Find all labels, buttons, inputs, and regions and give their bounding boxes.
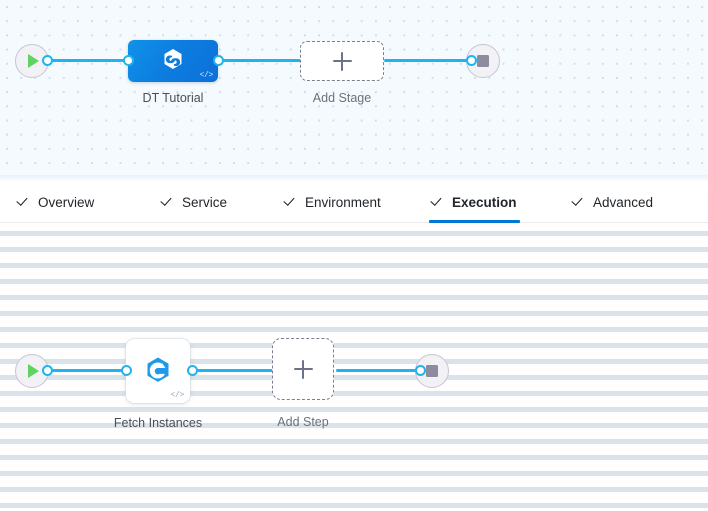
pipe-start-to-step bbox=[46, 369, 134, 372]
stage-node-dt-tutorial[interactable]: </> bbox=[128, 40, 218, 82]
check-icon bbox=[18, 196, 31, 209]
check-icon bbox=[573, 196, 586, 209]
step-node-fetch-instances[interactable]: </> bbox=[126, 339, 190, 403]
tab-service[interactable]: Service bbox=[162, 183, 227, 222]
check-icon bbox=[432, 196, 445, 209]
tab-advanced[interactable]: Advanced bbox=[573, 183, 653, 222]
code-icon: </> bbox=[170, 391, 184, 400]
add-step-label: Add Step bbox=[277, 415, 329, 429]
stop-icon bbox=[477, 55, 489, 67]
tab-label: Execution bbox=[452, 195, 517, 210]
stage-start-output-port[interactable] bbox=[42, 55, 53, 66]
tab-environment[interactable]: Environment bbox=[285, 183, 381, 222]
play-icon bbox=[28, 364, 39, 378]
tab-label: Environment bbox=[305, 195, 381, 210]
check-icon bbox=[285, 196, 298, 209]
step-node-input-port[interactable] bbox=[121, 365, 132, 376]
add-stage-button[interactable] bbox=[300, 41, 384, 81]
tab-label: Advanced bbox=[593, 195, 654, 210]
stage-config-tabs: Overview Service Environment Execution A… bbox=[0, 175, 708, 223]
step-start-output-port[interactable] bbox=[42, 365, 53, 376]
tab-overview[interactable]: Overview bbox=[18, 183, 94, 222]
tab-execution[interactable]: Execution bbox=[429, 183, 520, 223]
step-end-input-port[interactable] bbox=[415, 365, 426, 376]
pipe-step-to-add bbox=[192, 369, 274, 372]
tab-label: Overview bbox=[38, 195, 95, 210]
execution-step-canvas[interactable]: </> Fetch Instances Add Step bbox=[0, 223, 708, 511]
add-stage-label: Add Stage bbox=[312, 91, 372, 105]
stage-node-output-port[interactable] bbox=[213, 55, 224, 66]
plus-icon bbox=[293, 359, 313, 379]
stop-icon bbox=[426, 365, 438, 377]
stage-end-input-port[interactable] bbox=[466, 55, 477, 66]
step-node-label: Fetch Instances bbox=[113, 416, 203, 430]
tab-label: Service bbox=[182, 195, 228, 210]
play-icon bbox=[28, 54, 39, 68]
tab-active-underline bbox=[429, 220, 520, 223]
add-step-button[interactable] bbox=[272, 338, 334, 400]
check-icon bbox=[162, 196, 175, 209]
pipe-start-to-stage bbox=[46, 59, 130, 62]
harness-hexagon-icon bbox=[164, 49, 182, 69]
stage-node-label: DT Tutorial bbox=[142, 91, 204, 105]
plus-icon bbox=[332, 51, 352, 71]
stage-node-input-port[interactable] bbox=[123, 55, 134, 66]
step-node-output-port[interactable] bbox=[187, 365, 198, 376]
pipe-add-to-end bbox=[336, 369, 420, 372]
fetch-instances-hexagon-icon bbox=[147, 357, 169, 382]
pipeline-stage-canvas[interactable]: </> DT Tutorial Add Stage bbox=[0, 0, 708, 175]
pipe-add-to-end bbox=[384, 59, 470, 62]
code-icon: </> bbox=[199, 71, 213, 80]
pipe-stage-to-add bbox=[218, 59, 305, 62]
